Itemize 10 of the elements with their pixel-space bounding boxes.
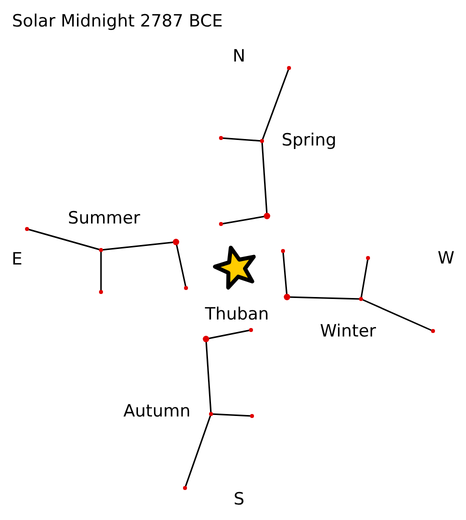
direction-label: S (234, 492, 244, 508)
direction-label: E (12, 252, 22, 268)
direction-label: W (438, 250, 454, 268)
star-name: Thuban (205, 306, 269, 324)
season-label: Winter (320, 324, 376, 340)
chart-title: Solar Midnight 2787 BCE (12, 14, 223, 30)
season-label: Spring (282, 132, 336, 150)
season-label: Summer (68, 210, 140, 228)
direction-label: N (232, 48, 246, 66)
season-label: Autumn (123, 404, 191, 420)
